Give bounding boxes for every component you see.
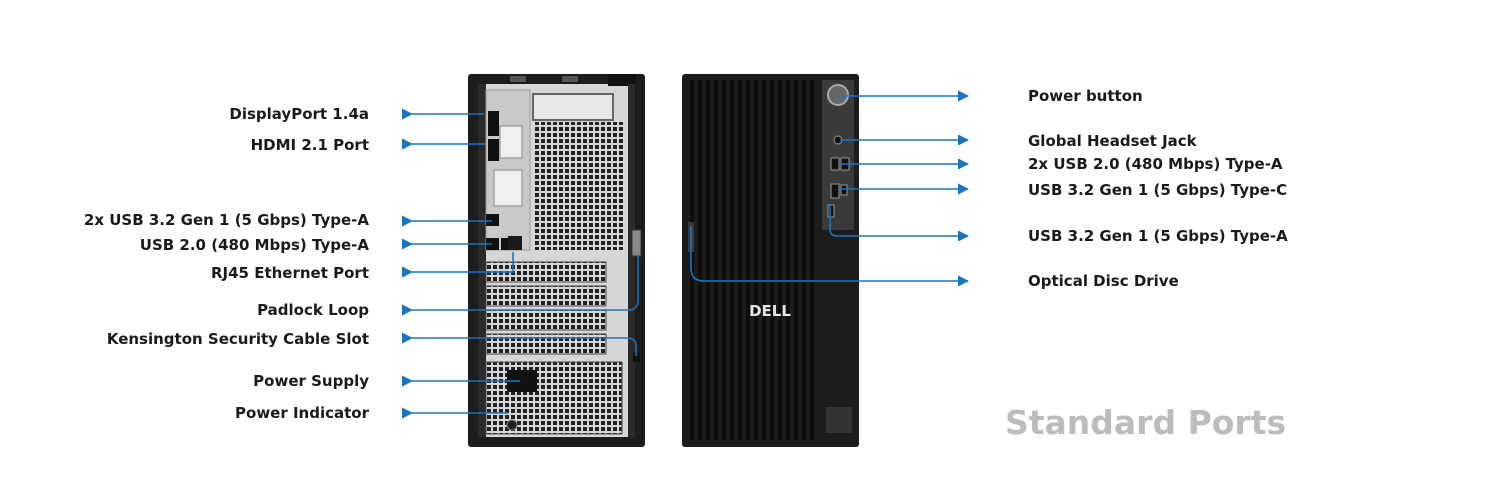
grille-rib bbox=[746, 80, 750, 440]
front-usb-a bbox=[827, 204, 835, 218]
label-usb32-typea-x2: 2x USB 3.2 Gen 1 (5 Gbps) Type-A bbox=[83, 211, 369, 229]
hdmi-port bbox=[488, 139, 499, 161]
label-kensington: Kensington Security Cable Slot bbox=[106, 330, 369, 348]
rear-top-notch bbox=[510, 76, 526, 82]
grille-rib bbox=[794, 80, 798, 440]
padlock-loop bbox=[631, 229, 642, 257]
rear-view bbox=[468, 74, 645, 447]
power-indicator-led bbox=[506, 419, 518, 431]
label-power-indicator: Power Indicator bbox=[235, 404, 369, 422]
grille-rib bbox=[778, 80, 782, 440]
expansion-slot bbox=[485, 285, 607, 307]
callout-lines bbox=[401, 90, 970, 419]
arrow-right-icon bbox=[690, 226, 970, 287]
grille-rib bbox=[698, 80, 702, 440]
grille-rib bbox=[730, 80, 734, 440]
arrow-left-icon bbox=[401, 256, 639, 316]
grille-rib bbox=[738, 80, 742, 440]
usb-a-port bbox=[486, 214, 499, 226]
grille-rib bbox=[810, 80, 814, 440]
io-cover-2 bbox=[493, 169, 523, 207]
label-usb20-typea-x2: 2x USB 2.0 (480 Mbps) Type-A bbox=[1028, 155, 1283, 173]
power-inlet bbox=[507, 370, 537, 392]
grille-rib bbox=[722, 80, 726, 440]
rear-left-strip bbox=[478, 84, 486, 437]
label-optical-drive: Optical Disc Drive bbox=[1028, 272, 1179, 290]
grille-rib bbox=[786, 80, 790, 440]
grille-rib bbox=[714, 80, 718, 440]
arrow-right-icon bbox=[829, 206, 970, 242]
front-badge bbox=[826, 407, 852, 433]
dell-logo-icon: DELL bbox=[749, 302, 791, 320]
rear-top-handle bbox=[608, 74, 636, 86]
front-usb-a bbox=[830, 183, 840, 199]
label-power-button: Power button bbox=[1028, 87, 1143, 105]
label-headset-jack: Global Headset Jack bbox=[1028, 132, 1197, 150]
label-usb32-typea: USB 3.2 Gen 1 (5 Gbps) Type-A bbox=[1028, 227, 1288, 245]
grille-rib bbox=[706, 80, 710, 440]
displayport-port bbox=[488, 111, 499, 136]
grille-rib bbox=[770, 80, 774, 440]
front-view: DELL bbox=[682, 74, 859, 447]
front-grille bbox=[690, 80, 814, 440]
usb-a-port bbox=[486, 238, 499, 250]
label-displayport: DisplayPort 1.4a bbox=[229, 105, 369, 123]
front-usb-a bbox=[830, 157, 840, 171]
rear-handle bbox=[532, 93, 614, 121]
arrow-left-icon bbox=[401, 332, 637, 356]
grille-rib bbox=[690, 80, 694, 440]
expansion-slot bbox=[485, 333, 607, 355]
label-hdmi: HDMI 2.1 Port bbox=[250, 136, 369, 154]
section-heading: Standard Ports bbox=[1005, 403, 1287, 442]
power-supply-unit bbox=[485, 361, 623, 435]
label-rj45: RJ45 Ethernet Port bbox=[210, 264, 369, 282]
rj45-port bbox=[508, 236, 522, 250]
power-button-control bbox=[827, 84, 849, 106]
expansion-slot bbox=[485, 309, 607, 331]
exhaust-vent bbox=[533, 122, 625, 250]
front-usb-c bbox=[840, 184, 848, 196]
label-padlock: Padlock Loop bbox=[257, 301, 369, 319]
label-usb20-typea: USB 2.0 (480 Mbps) Type-A bbox=[139, 236, 369, 254]
grille-rib bbox=[762, 80, 766, 440]
arrow-left-icon bbox=[401, 252, 514, 278]
grille-rib bbox=[802, 80, 806, 440]
label-usb32-typec: USB 3.2 Gen 1 (5 Gbps) Type-C bbox=[1028, 181, 1288, 199]
kensington-slot bbox=[633, 352, 640, 362]
usb-a-port bbox=[501, 238, 509, 250]
io-cover-1 bbox=[499, 125, 523, 159]
grille-rib bbox=[754, 80, 758, 440]
label-power-supply: Power Supply bbox=[253, 372, 369, 390]
rear-right-strip bbox=[628, 84, 635, 437]
rear-top-notch bbox=[562, 76, 578, 82]
